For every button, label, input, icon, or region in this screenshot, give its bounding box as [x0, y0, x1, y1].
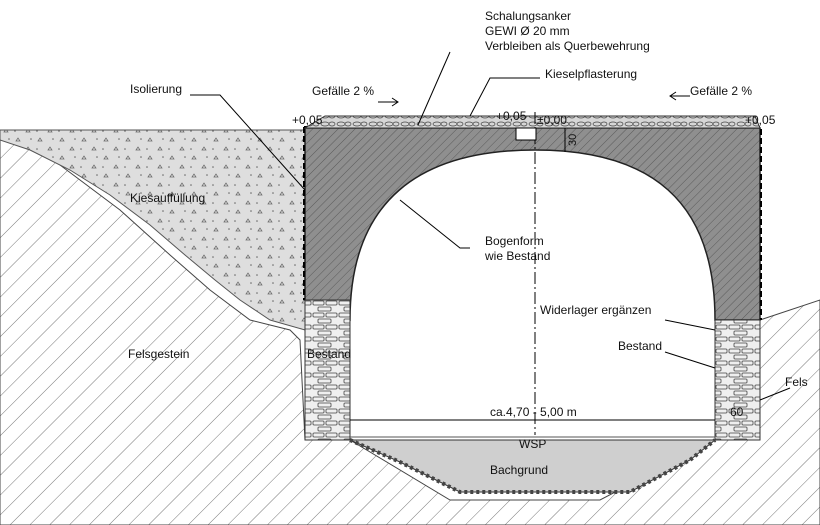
- elevation-left: +0,05: [292, 113, 323, 127]
- cobble-paving: [303, 115, 761, 129]
- existing-left-label: Bestand: [307, 347, 351, 361]
- span-label: ca.4,70 - 5,00 m: [490, 405, 577, 419]
- streambed-stones: [349, 438, 717, 494]
- leader-cobble: [469, 77, 540, 117]
- leader-rock-right: [759, 387, 791, 401]
- existing-right-label: Bestand: [618, 339, 662, 353]
- anchor-label-line2: GEWI Ø 20 mm: [485, 24, 570, 38]
- masonry-abutment-right: [714, 319, 761, 441]
- leader-insulation: [190, 94, 306, 191]
- arch-label-line1: Bogenform: [485, 234, 544, 248]
- slope-label-left: Gefälle 2 %: [312, 84, 374, 98]
- cobble-label: Kieselpflasterung: [545, 67, 637, 81]
- leader-abutment: [664, 319, 716, 331]
- leader-existing-right: [664, 351, 716, 369]
- water-level-label: WSP: [519, 437, 546, 451]
- rock-right-label: Fels: [785, 375, 808, 389]
- elevation-right: +0,05: [745, 113, 776, 127]
- leader-arch: [399, 199, 470, 249]
- concrete-arch-deck: [304, 127, 761, 322]
- slope-arrow-left: [378, 97, 399, 107]
- slope-label-right: Gefälle 2 %: [690, 84, 752, 98]
- streambed-label: Bachgrund: [490, 463, 548, 477]
- gravel-fill-label: Kiesauffüllung: [130, 191, 205, 205]
- abutment-label: Widerlager ergänzen: [540, 303, 651, 317]
- slope-arrow-right: [669, 91, 690, 101]
- leader-anchor: [417, 51, 451, 126]
- dim-30-label: 30: [567, 134, 579, 146]
- anchor-label-line3: Verbleiben als Querbewehrung: [485, 39, 650, 53]
- rock-left-label: Felsgestein: [128, 347, 189, 361]
- elevation-center-left: +0,05: [496, 109, 527, 123]
- arch-label-line2: wie Bestand: [484, 249, 550, 263]
- abutment-width-label: 60: [730, 405, 744, 419]
- masonry-abutment-left: [304, 299, 351, 441]
- elevation-center: ±0,00: [537, 113, 567, 127]
- anchor-detail: [515, 127, 537, 141]
- insulation-line: [304, 126, 762, 320]
- anchor-label-line1: Schalungsanker: [485, 9, 571, 23]
- insulation-label: Isolierung: [130, 82, 182, 96]
